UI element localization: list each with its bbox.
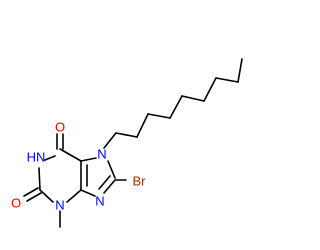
bond-c5-c6 [59,148,82,162]
atom-o6: O [55,120,65,135]
bond-c2-o2-a [23,187,39,197]
bond-chain-2 [115,132,138,138]
structure-diagram: O HN N Br O N N [11,58,243,228]
bond-chain-7 [203,77,217,102]
atom-o2: O [11,196,21,211]
bond-c8-n9-a [103,179,116,194]
bond-chain-8 [215,77,239,83]
bond-chain-9 [237,58,243,83]
bond-c2-o2-b [26,192,42,202]
atom-n3: N [55,198,64,213]
bond-c2-n3 [39,189,54,203]
atom-n7: N [97,147,106,162]
bond-chain-3 [136,113,149,138]
bond-chain-1 [103,132,117,149]
bond-c6-n1 [44,155,56,161]
bond-chain-4 [147,113,171,119]
bond-n3-c4 [66,189,82,203]
atom-br: Br [133,174,147,189]
bond-c5-n7 [80,157,97,162]
bond-n1-c2 [38,167,41,191]
atom-n9: N [95,194,104,209]
bond-n9-c4 [80,189,96,197]
atom-hn1: HN [27,150,46,165]
bond-c8-n9-b [98,175,111,190]
bond-chain-6 [181,95,205,102]
bond-chain-5 [169,95,183,119]
bond-n7-c8 [107,160,116,179]
